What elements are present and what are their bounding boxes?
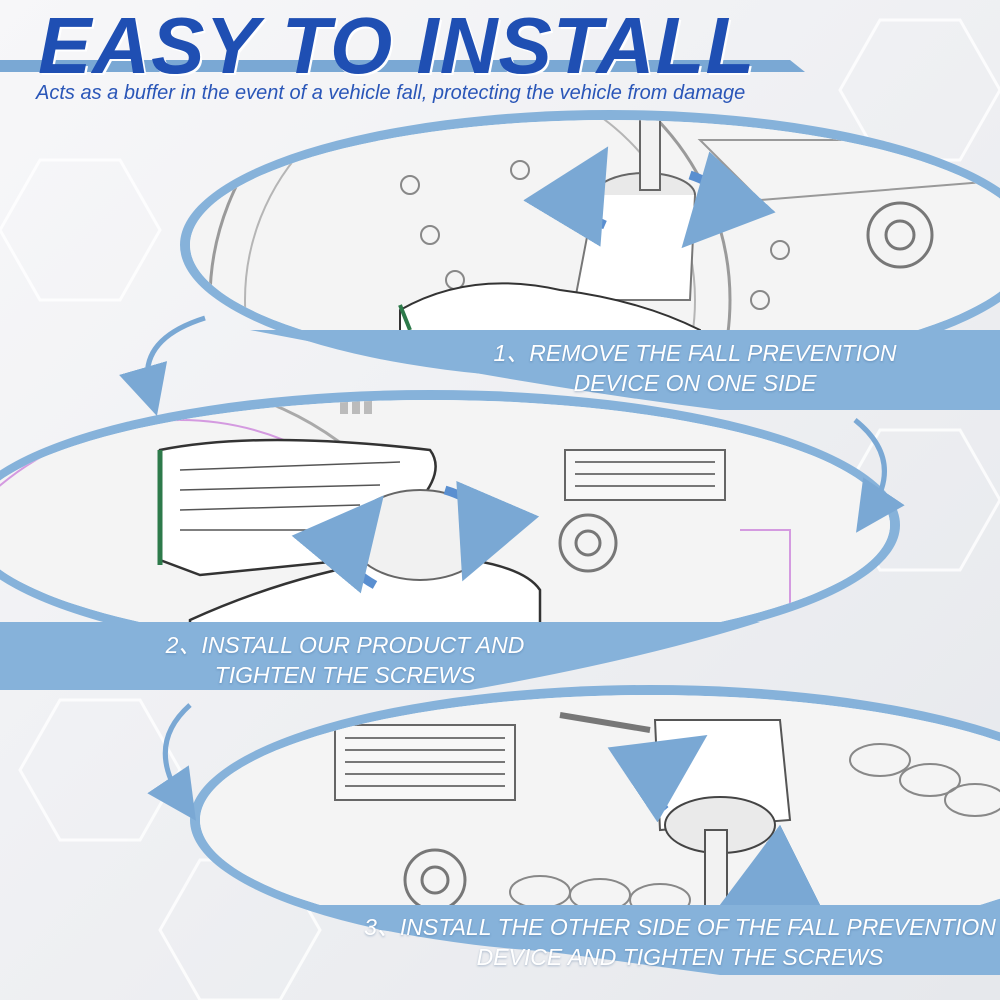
step3-label-line1: 3、INSTALL THE OTHER SIDE OF THE FALL PRE…: [364, 914, 996, 940]
step1-to-step2-arrow: [119, 315, 206, 417]
title-underline-bar: [0, 60, 805, 72]
step3-label: 3、INSTALL THE OTHER SIDE OF THE FALL PRE…: [360, 912, 1000, 972]
page-subtitle: Acts as a buffer in the event of a vehic…: [36, 82, 746, 104]
step2-label-line1: 2、INSTALL OUR PRODUCT AND: [165, 632, 525, 658]
step1-label: 1、REMOVE THE FALL PREVENTION DEVICE ON O…: [470, 338, 920, 398]
step1-label-band: [250, 330, 1000, 410]
step3-label-band: [300, 905, 1000, 975]
step1-label-line2: DEVICE ON ONE SIDE: [573, 370, 817, 396]
step2-to-step3-arrow: [147, 703, 196, 821]
step3-label-line2: DEVICE AND TIGHTEN THE SCREWS: [476, 944, 884, 970]
step2-label: 2、INSTALL OUR PRODUCT AND TIGHTEN THE SC…: [140, 630, 550, 690]
step2-to-step2-side-arrow: [853, 418, 905, 533]
step1-label-line1: 1、REMOVE THE FALL PREVENTION: [493, 340, 897, 366]
step2-label-line2: TIGHTEN THE SCREWS: [214, 662, 476, 688]
step2-label-band: [0, 622, 760, 690]
step3-photo: [200, 695, 1000, 945]
page-title: EASY TO INSTALL: [38, 1, 756, 90]
